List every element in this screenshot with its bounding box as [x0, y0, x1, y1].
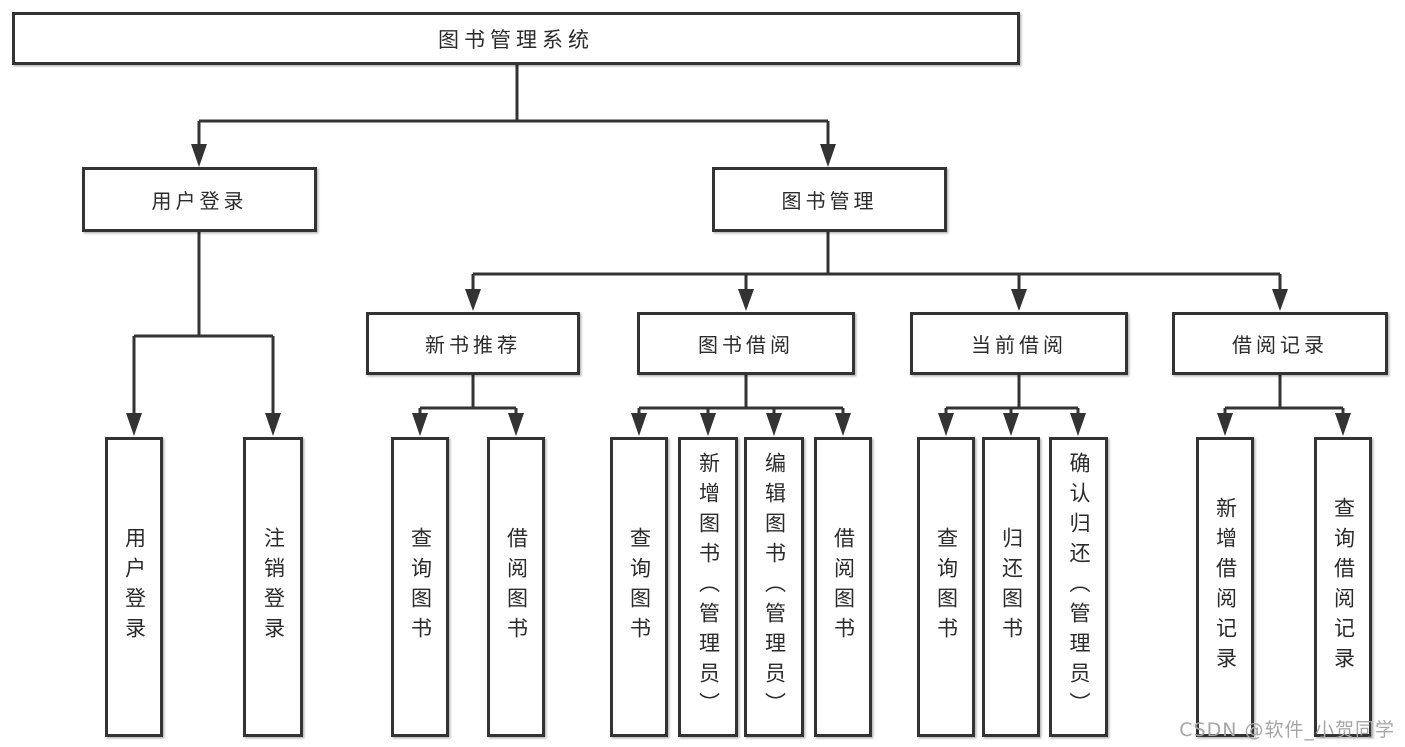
node-root: 图书管理系统	[12, 12, 1020, 65]
node-user-login-action-label: 用户登录	[122, 527, 147, 647]
node-bb-edit-books-admin: 编辑图书（管理员）	[744, 437, 804, 737]
node-user-login-action: 用户登录	[105, 437, 163, 737]
node-user-login-label: 用户登录	[151, 189, 248, 213]
node-logout-label: 注销登录	[261, 527, 286, 647]
node-nbr-borrow-books-label: 借阅图书	[504, 527, 529, 647]
node-root-label: 图书管理系统	[438, 27, 594, 52]
node-book-management: 图书管理	[712, 167, 947, 232]
node-bb-borrow-books-label: 借阅图书	[831, 527, 856, 647]
node-nbr-query-books-label: 查询图书	[408, 527, 433, 647]
node-bb-add-books-admin-label: 新增图书（管理员）	[696, 452, 721, 722]
node-book-borrowing-label: 图书借阅	[698, 333, 794, 357]
node-current-borrowing-label: 当前借阅	[971, 333, 1067, 357]
node-borrowing-records: 借阅记录	[1172, 312, 1388, 375]
node-br-add-record: 新增借阅记录	[1196, 437, 1254, 737]
node-cb-confirm-return-admin-label: 确认归还（管理员）	[1067, 452, 1091, 722]
node-br-query-record-label: 查询借阅记录	[1331, 497, 1356, 677]
node-nbr-query-books: 查询图书	[391, 437, 449, 737]
node-br-query-record: 查询借阅记录	[1314, 437, 1372, 737]
node-new-book-recommend-label: 新书推荐	[425, 333, 521, 357]
node-bb-add-books-admin: 新增图书（管理员）	[678, 437, 738, 737]
node-cb-query-books: 查询图书	[917, 437, 975, 737]
node-bb-borrow-books: 借阅图书	[814, 437, 872, 737]
node-logout: 注销登录	[243, 437, 303, 737]
node-borrowing-records-label: 借阅记录	[1232, 333, 1328, 357]
node-cb-return-books-label: 归还图书	[999, 527, 1024, 647]
node-book-management-label: 图书管理	[781, 189, 878, 213]
node-br-add-record-label: 新增借阅记录	[1213, 497, 1238, 677]
node-book-borrowing: 图书借阅	[637, 312, 855, 375]
watermark: CSDN @软件_小贺同学	[1179, 719, 1395, 741]
node-bb-edit-books-admin-label: 编辑图书（管理员）	[762, 452, 787, 722]
node-new-book-recommend: 新书推荐	[366, 312, 580, 375]
node-cb-return-books: 归还图书	[982, 437, 1040, 737]
node-bb-query-books-label: 查询图书	[627, 527, 652, 647]
node-bb-query-books: 查询图书	[610, 437, 668, 737]
arrowheads	[126, 144, 1351, 436]
node-nbr-borrow-books: 借阅图书	[487, 437, 545, 737]
node-cb-confirm-return-admin: 确认归还（管理员）	[1049, 437, 1108, 737]
node-user-login: 用户登录	[82, 167, 317, 232]
node-cb-query-books-label: 查询图书	[934, 527, 959, 647]
node-current-borrowing: 当前借阅	[910, 312, 1128, 375]
